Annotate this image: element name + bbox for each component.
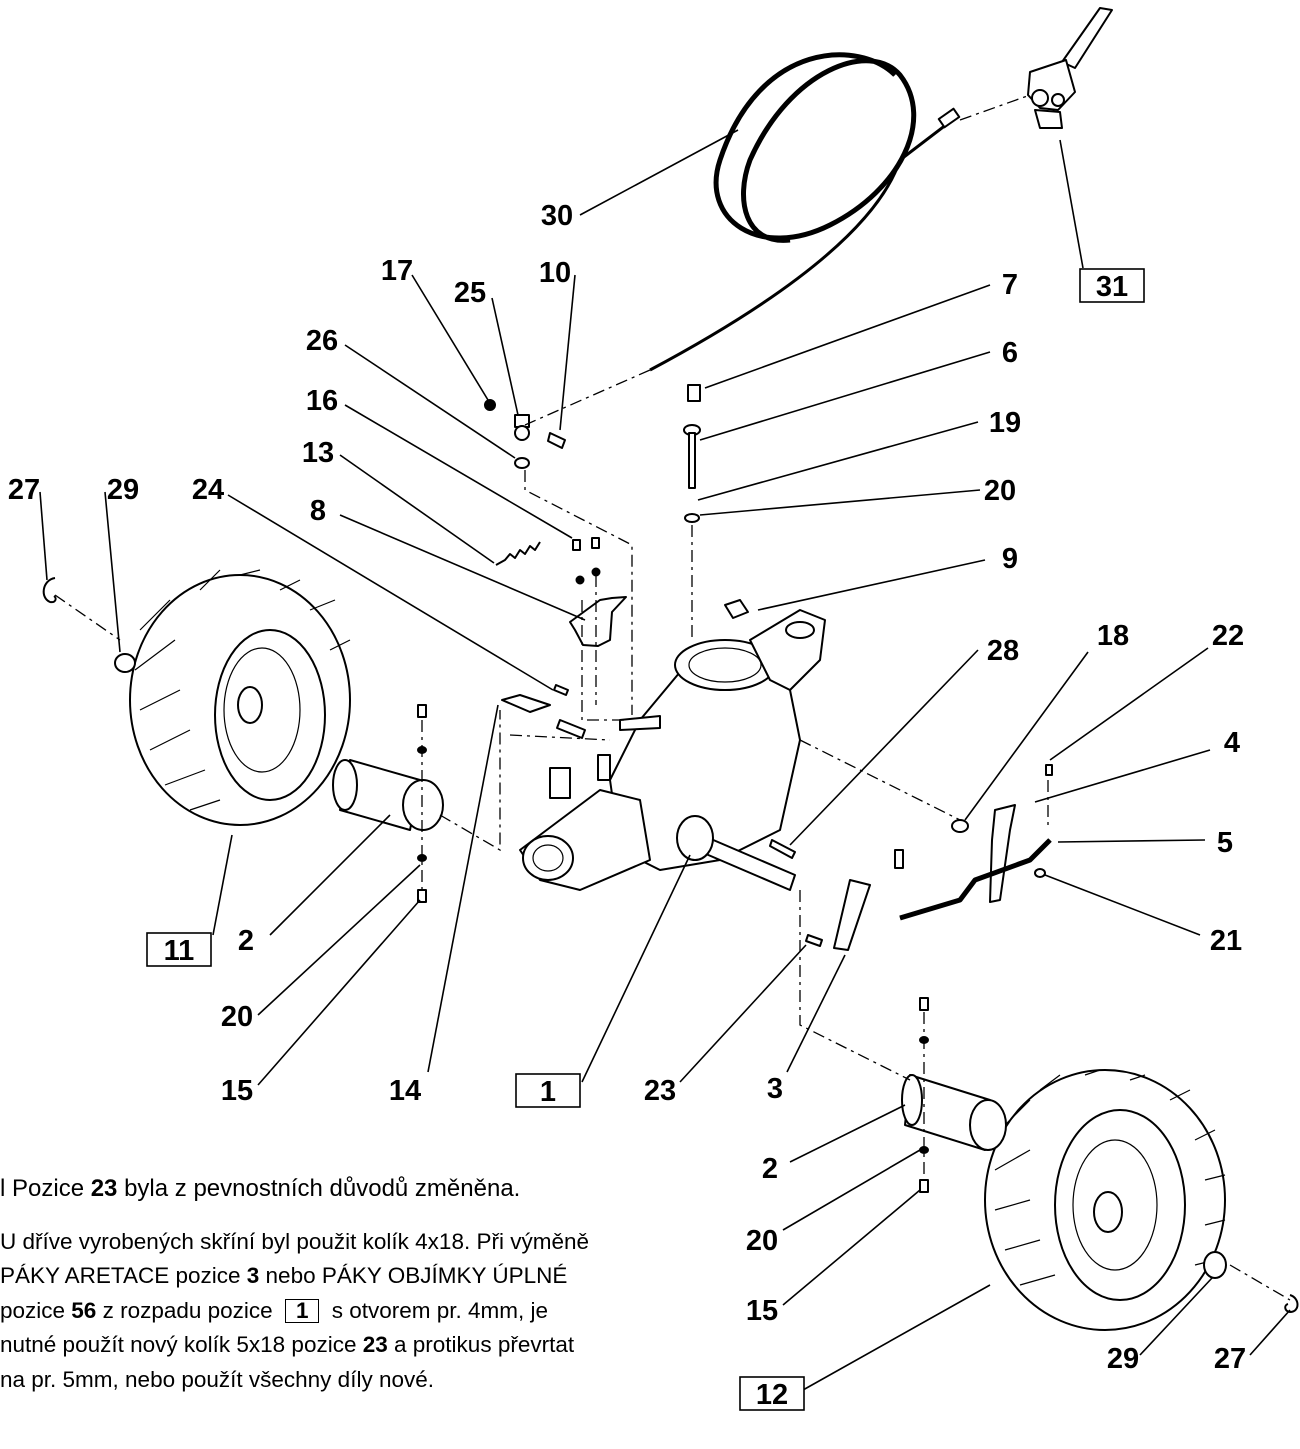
callout-23: 23 [644, 1075, 676, 1107]
left-sleeve [332, 704, 444, 903]
callout-8: 8 [310, 495, 326, 527]
note-text: nutné použít nový kolík 5x18 pozice [0, 1332, 363, 1357]
callout-labels: 27 29 24 8 13 16 26 17 25 10 30 31 7 6 1… [8, 200, 1246, 1411]
callout-15-right: 15 [746, 1295, 778, 1327]
callout-9: 9 [1002, 543, 1018, 575]
callout-27-right: 27 [1214, 1343, 1246, 1375]
callout-14: 14 [389, 1075, 421, 1107]
callout-24: 24 [192, 474, 224, 506]
note-line-1: l Pozice 23 byla z pevnostních důvodů zm… [0, 1172, 720, 1207]
note-text: a protikus převrtat [387, 1332, 575, 1357]
note-text: PÁKY ARETACE pozice [0, 1263, 247, 1288]
note-boxed-position: 1 [284, 1298, 320, 1323]
callout-19: 19 [989, 407, 1021, 439]
callout-4: 4 [1224, 727, 1240, 759]
callout-box-12 [739, 1376, 805, 1411]
right-linkage-parts [805, 764, 1053, 951]
callout-6: 6 [1002, 337, 1018, 369]
callout-16: 16 [306, 385, 338, 417]
callout-29: 29 [107, 474, 139, 506]
callout-12: 12 [756, 1379, 788, 1411]
right-sleeve [901, 997, 1007, 1193]
note-position-number: 23 [90, 1175, 118, 1202]
callout-21: 21 [1210, 925, 1242, 957]
note-text: s otvorem pr. 4mm, je [325, 1297, 549, 1323]
note-line-4: pozice 56 z rozpadu pozice 1 s otvorem p… [0, 1294, 720, 1329]
note-text: nebo PÁKY OBJÍMKY ÚPLNÉ [259, 1263, 568, 1288]
callout-box-1 [515, 1073, 581, 1108]
callout-20-left: 20 [221, 1001, 253, 1033]
callout-31: 31 [1096, 271, 1128, 303]
note-position-number: 23 [362, 1332, 388, 1357]
note-line-2: U dříve vyrobených skříní byl použit kol… [0, 1228, 589, 1254]
left-wheel [42, 569, 351, 826]
callout-13: 13 [302, 437, 334, 469]
note-text: z rozpadu pozice [96, 1297, 279, 1323]
note-line-3: PÁKY ARETACE pozice 3 nebo PÁKY OBJÍMKY … [0, 1259, 720, 1294]
callout-27: 27 [8, 474, 40, 506]
note-position-number: 56 [71, 1297, 97, 1323]
note-text: l Pozice [0, 1175, 91, 1202]
callout-20-right: 20 [746, 1225, 778, 1257]
callout-10: 10 [539, 257, 571, 289]
callout-26: 26 [306, 325, 338, 357]
callout-22: 22 [1212, 620, 1244, 652]
throttle-cable [649, 52, 961, 372]
callout-box-11 [146, 932, 212, 967]
gearbox-housing [501, 599, 826, 891]
callout-20-top: 20 [984, 475, 1016, 507]
leader-lines [39, 129, 1291, 1391]
callout-7: 7 [1002, 269, 1018, 301]
callout-1: 1 [540, 1076, 556, 1108]
note-text: pozice [0, 1297, 72, 1323]
callout-2-right: 2 [762, 1153, 778, 1185]
callout-11: 11 [164, 935, 195, 967]
callout-3: 3 [767, 1073, 783, 1105]
note-line-6: na pr. 5mm, nebo použít všechny díly nov… [0, 1366, 434, 1392]
note-line-5: nutné použít nový kolík 5x18 pozice 23 a… [0, 1328, 720, 1363]
assembly-center-lines [54, 94, 1291, 1301]
note-position-number: 3 [246, 1263, 260, 1288]
right-wheel [984, 1069, 1299, 1331]
callout-25: 25 [454, 277, 486, 309]
hand-lever [1027, 7, 1113, 129]
callout-15-left: 15 [221, 1075, 253, 1107]
callout-5: 5 [1217, 827, 1233, 859]
revision-notes: l Pozice 23 byla z pevnostních důvodů zm… [0, 1172, 720, 1397]
callout-30: 30 [541, 200, 573, 232]
callout-2-left: 2 [238, 925, 254, 957]
linkage-small-parts [484, 384, 701, 647]
callout-17: 17 [381, 255, 413, 287]
callout-28: 28 [987, 635, 1019, 667]
callout-29-right: 29 [1107, 1343, 1139, 1375]
callout-box-31 [1079, 268, 1145, 303]
callout-18: 18 [1097, 620, 1129, 652]
note-text: byla z pevnostních důvodů změněna. [117, 1175, 521, 1202]
